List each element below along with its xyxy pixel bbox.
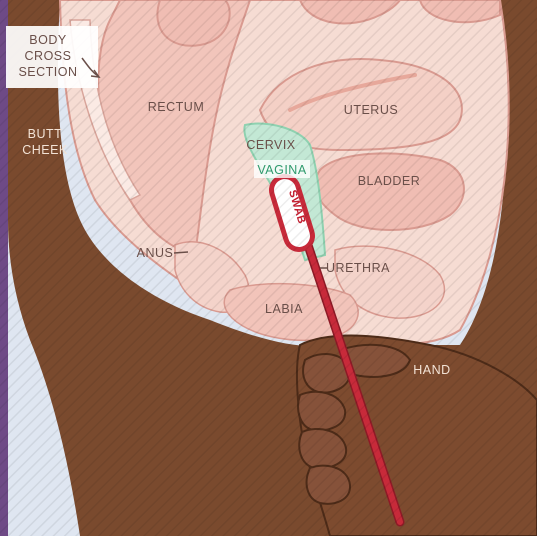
anus-pointer — [174, 252, 188, 253]
label-anus: ANUS — [137, 246, 174, 260]
label-uterus: UTERUS — [344, 103, 398, 117]
label-cheek: CHEEK — [22, 143, 68, 157]
label-urethra: URETHRA — [326, 261, 390, 275]
label-vagina: VAGINA — [257, 163, 306, 177]
label-rectum: RECTUM — [148, 100, 204, 114]
label-section: SECTION — [18, 65, 77, 79]
label-bladder: BLADDER — [358, 174, 421, 188]
label-cervix: CERVIX — [246, 138, 295, 152]
label-cross: CROSS — [25, 49, 72, 63]
label-body: BODY — [29, 33, 67, 47]
label-hand: HAND — [413, 363, 450, 377]
label-labia: LABIA — [265, 302, 303, 316]
label-butt: BUTT — [28, 127, 63, 141]
